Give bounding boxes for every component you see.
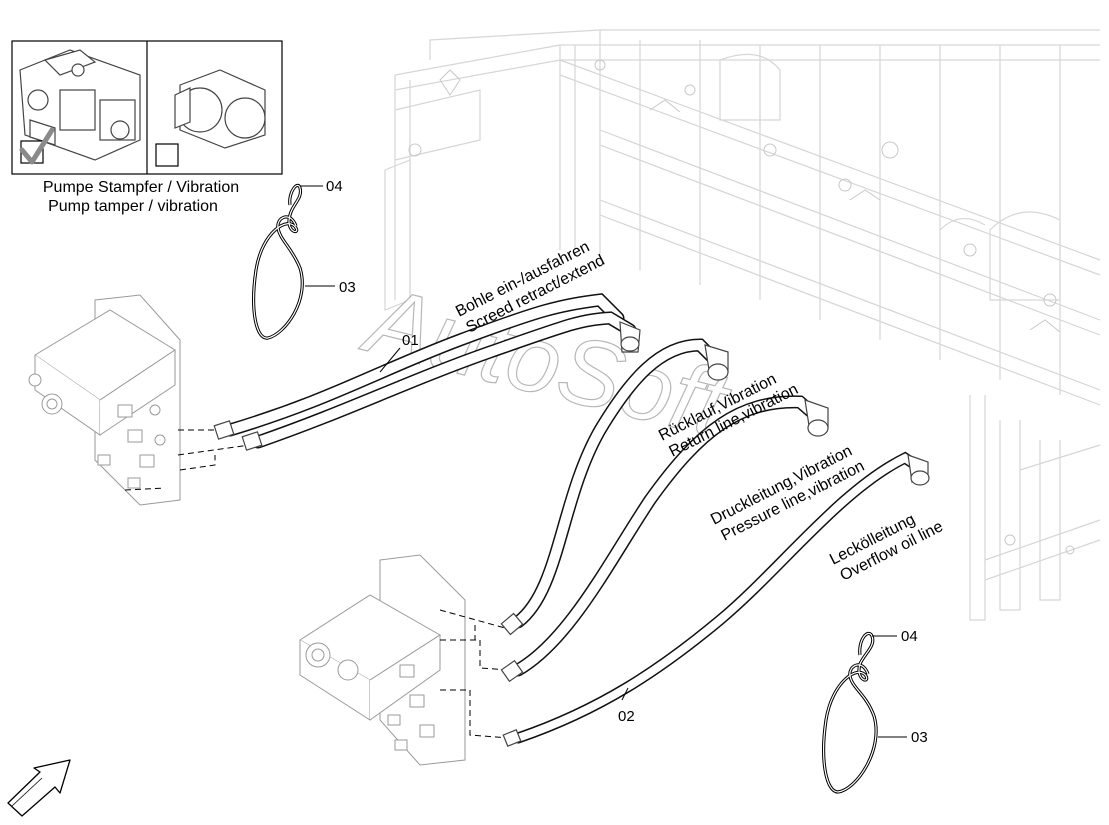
- pump-option-2-checkbox[interactable]: [155, 143, 179, 167]
- cable-tie-top: [252, 183, 304, 340]
- lower-valve-block: [299, 554, 466, 766]
- direction-arrow-icon: [7, 759, 71, 817]
- leader-lines: [300, 185, 907, 738]
- legend-title-de: Pumpe Stampfer / Vibration: [43, 179, 239, 196]
- callout-04-top: 04: [326, 178, 343, 195]
- check-icon: [19, 127, 55, 165]
- connection-lines: [124, 429, 511, 739]
- callout-03-top: 03: [339, 279, 356, 296]
- callout-04-bottom: 04: [901, 628, 918, 645]
- pump-variant-legend: Pumpe Stampfer / Vibration Pump tamper /…: [11, 40, 283, 215]
- hose-01-b: [241, 311, 641, 451]
- screed-frame-background: [384, 29, 1101, 621]
- legend-title-en: Pump tamper / vibration: [48, 198, 218, 215]
- callout-02: 02: [618, 708, 635, 725]
- cable-tie-bottom: [822, 631, 878, 794]
- hose-pressure-line: [500, 395, 829, 683]
- callout-03-bottom: 03: [911, 729, 928, 746]
- gear-pump-image: [174, 69, 266, 149]
- hose-return-line: [500, 338, 729, 636]
- hose-02-overflow-line: [502, 451, 930, 747]
- upper-valve-block: [28, 294, 181, 506]
- hose-01-a: [213, 293, 625, 440]
- callout-01: 01: [402, 332, 419, 349]
